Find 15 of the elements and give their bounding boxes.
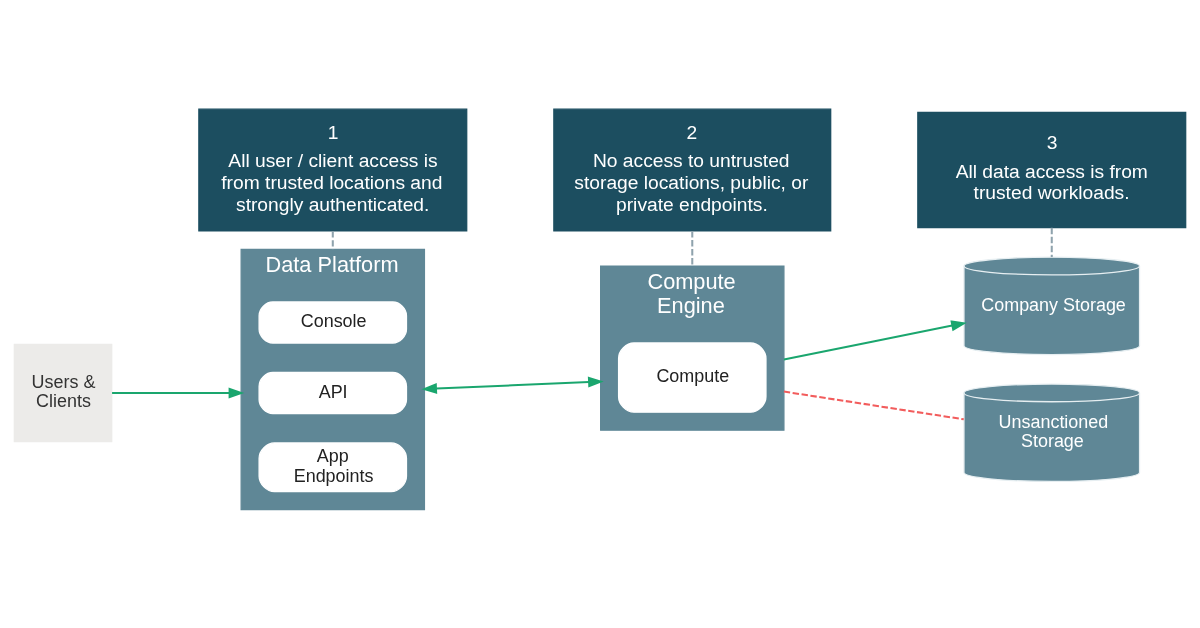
node-box: Users & Clients xyxy=(13,343,113,442)
node-box: App Endpoints xyxy=(258,441,408,492)
arrow xyxy=(421,376,604,394)
arrow xyxy=(783,319,967,360)
connector xyxy=(331,230,334,249)
connector xyxy=(783,390,964,420)
connector xyxy=(691,230,694,266)
node-box: 2 No access to untrusted storage locations, public, or private endpoints. xyxy=(553,108,832,231)
arrow xyxy=(112,387,245,398)
node-box: API xyxy=(258,371,408,414)
node-box: Compute xyxy=(617,341,767,413)
node-box: 3 All data access is from trusted workloads. xyxy=(917,111,1187,228)
node-box: Console xyxy=(258,300,408,344)
connector xyxy=(1050,227,1053,257)
node-box: 1 All user / client access is from trusted locations and strongly authenticated. xyxy=(198,108,468,231)
